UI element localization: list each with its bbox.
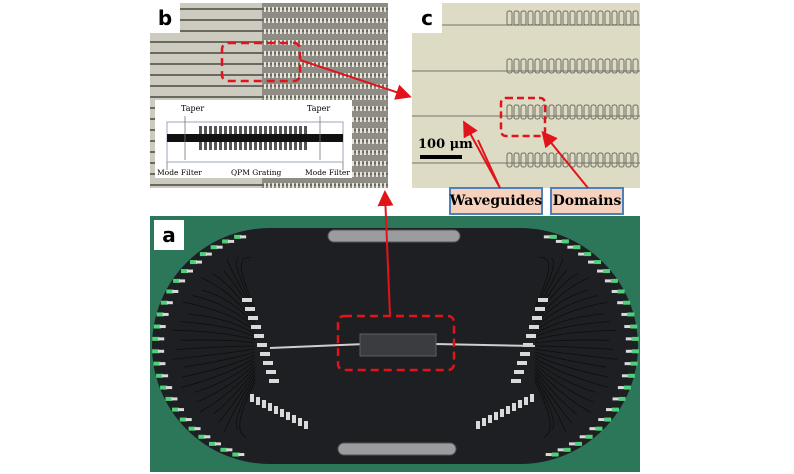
top-handle bbox=[327, 229, 461, 243]
highlight-box-b bbox=[220, 41, 302, 83]
device-inset-diagram: Taper Taper Mode Filter QPM Grating Mode… bbox=[155, 100, 352, 178]
panel-a: a bbox=[150, 216, 640, 472]
taper-left-label: Taper bbox=[181, 104, 204, 113]
taper-right-label: Taper bbox=[307, 104, 330, 113]
qpm-grating-label: QPM Grating bbox=[231, 168, 282, 177]
chip-module bbox=[359, 333, 437, 357]
domains-tag: Domains bbox=[550, 187, 624, 215]
domain-micrograph-c: 100 μm bbox=[412, 3, 640, 188]
mode-filter-left-label: Mode Filter bbox=[157, 168, 202, 177]
bottom-handle bbox=[337, 442, 457, 456]
mode-filter-right-label: Mode Filter bbox=[305, 168, 350, 177]
highlight-box-a bbox=[336, 314, 456, 372]
scale-bar bbox=[420, 155, 462, 159]
panel-label-a: a bbox=[154, 220, 184, 250]
highlight-box-c bbox=[499, 96, 547, 138]
panel-label-b: b bbox=[150, 3, 180, 33]
scale-bar-label: 100 μm bbox=[418, 137, 473, 152]
waveguides-tag: Waveguides bbox=[449, 187, 543, 215]
packaged-device-photo bbox=[150, 216, 640, 472]
panel-c: 100 μm c bbox=[412, 3, 640, 188]
panel-b: b Taper Taper Mode Filter QPM Grating Mo… bbox=[150, 3, 388, 188]
panel-label-c: c bbox=[412, 3, 442, 33]
